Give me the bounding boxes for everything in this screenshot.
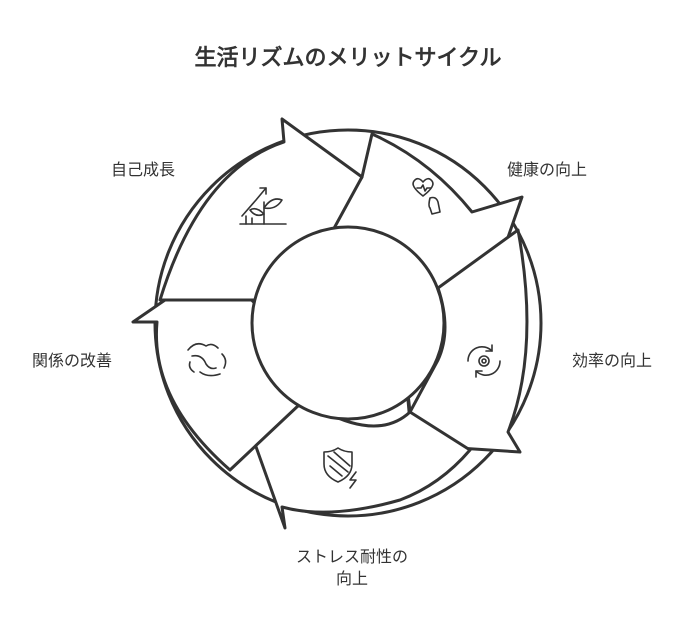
stage-label-efficiency: 効率の向上	[572, 351, 653, 370]
stage-label-health: 健康の向上	[507, 160, 588, 179]
stage-label-growth: 自己成長	[111, 160, 176, 179]
handshake-icon	[187, 342, 227, 377]
gear-cycle-icon	[467, 344, 501, 378]
cycle-arrow-stress	[248, 392, 472, 530]
heart-arm-icon	[412, 177, 441, 215]
diagram-title: 生活リズムのメリットサイクル	[194, 46, 502, 71]
inner-circle	[250, 225, 446, 421]
growth-plant-icon	[239, 187, 287, 225]
stage-label-relations: 関係の改善	[32, 351, 113, 370]
shield-bolt-icon	[323, 447, 357, 489]
stage-label-stress: ストレス耐性の 向上	[295, 547, 408, 588]
